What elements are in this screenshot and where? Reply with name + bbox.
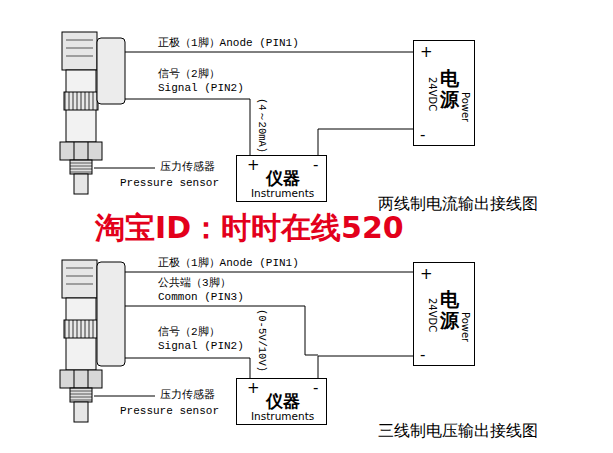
wire-label: Signal (PIN2): [158, 340, 244, 353]
part-label: 压力传感器: [160, 389, 215, 402]
plus-terminal: +: [247, 380, 260, 397]
wire-label: 信号（2脚）: [158, 326, 220, 339]
minus-terminal: -: [420, 347, 425, 364]
sensor-plug: [97, 262, 125, 366]
diagram-caption: 三线制电压输出接线图: [378, 422, 538, 440]
power-label: Power: [460, 312, 472, 342]
wire-label: 正极（1脚）Anode (PIN1): [158, 257, 299, 270]
voltage-label: 24VDC: [427, 77, 439, 111]
part-label: Pressure sensor: [120, 405, 219, 418]
instrument-label: Instruments: [251, 187, 314, 199]
power-supply-box: +24VDC电源Power -: [413, 262, 475, 366]
power-title: 电源: [440, 68, 459, 110]
power-supply-box: +24VDC电源Power -: [413, 40, 475, 146]
pressure-sensor: [60, 260, 102, 422]
leader-line: [94, 396, 155, 397]
power-label: Power: [460, 92, 472, 122]
common-wire: [125, 306, 318, 355]
wire-label: Signal (PIN2): [158, 82, 244, 95]
part-label: Pressure sensor: [120, 177, 219, 190]
wire-label: 正极（1脚）Anode (PIN1): [158, 37, 299, 50]
signal-wire: [125, 358, 250, 378]
ground-wire: [318, 129, 413, 155]
instrument-title: 仪器: [266, 169, 300, 189]
wire-label: 公共端（3脚）: [158, 277, 231, 290]
pressure-sensor: [60, 32, 102, 194]
power-title: 电源: [440, 289, 459, 331]
ground-wire: [318, 356, 413, 378]
signal-range: (4～20mA): [256, 98, 268, 153]
plus-terminal: +: [247, 157, 260, 174]
sensor-plug: [97, 38, 125, 104]
instrument-box: + -仪器Instruments: [236, 155, 327, 202]
wire-label: 信号（2脚）: [158, 68, 220, 81]
minus-terminal: -: [313, 157, 318, 174]
plus-terminal: +: [420, 44, 433, 61]
pin1-wire: [125, 52, 413, 53]
wire-label: Common (PIN3): [158, 291, 244, 304]
voltage-label: 24VDC: [427, 298, 439, 332]
watermark: 淘宝ID：时时在线520: [95, 211, 404, 246]
pin1-wire: [125, 272, 413, 273]
instrument-box: + -仪器Instruments: [236, 378, 327, 425]
part-label: 压力传感器: [160, 161, 215, 174]
instrument-label: Instruments: [251, 410, 314, 422]
leader-line: [94, 168, 155, 169]
minus-terminal: -: [313, 380, 318, 397]
plus-terminal: +: [420, 266, 433, 283]
signal-wire: [125, 99, 250, 155]
signal-range: (0-5V/10V): [256, 309, 268, 372]
minus-terminal: -: [420, 127, 425, 144]
instrument-title: 仪器: [266, 392, 300, 412]
